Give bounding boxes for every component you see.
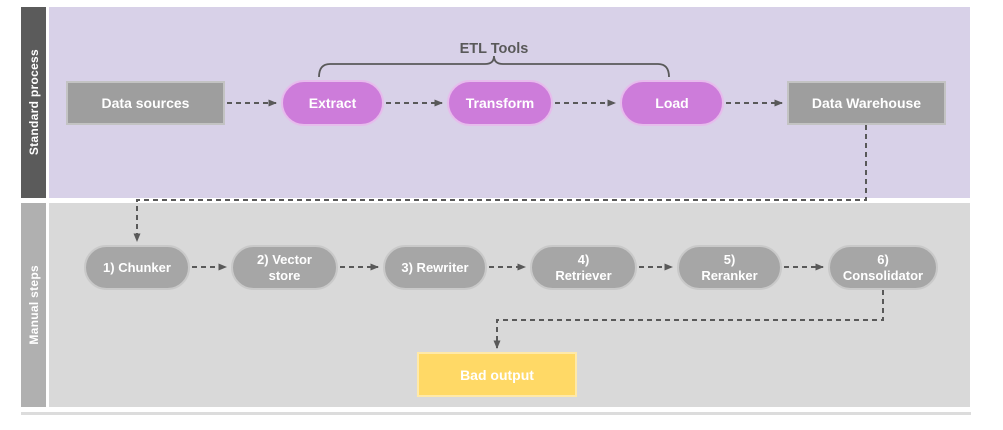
node-label: Bad output: [460, 366, 534, 383]
node-label: 4) Retriever: [555, 251, 612, 283]
node-label: Extract: [308, 95, 357, 111]
node-label: 3) Rewriter: [401, 259, 469, 275]
node-label: 6) Consolidator: [842, 251, 924, 283]
node-label: Load: [655, 95, 689, 111]
node-retriever: 4) Retriever: [530, 245, 637, 290]
node-reranker: 5) Reranker: [677, 245, 782, 290]
node-extract: Extract: [281, 80, 384, 126]
node-load: Load: [620, 80, 724, 126]
bottom-divider: [21, 412, 971, 415]
node-chunker: 1) Chunker: [84, 245, 190, 290]
node-vector-store: 2) Vector store: [231, 245, 338, 290]
node-data-sources: Data sources: [66, 81, 225, 125]
node-label: 1) Chunker: [103, 259, 171, 275]
node-label: Data sources: [101, 95, 190, 111]
node-bad-output: Bad output: [417, 352, 577, 397]
etl-tools-caption: ETL Tools: [459, 41, 529, 57]
node-label: 5) Reranker: [701, 251, 758, 283]
node-rewriter: 3) Rewriter: [383, 245, 487, 290]
lane-label-standard-process: Standard process: [21, 7, 46, 198]
node-label: 2) Vector store: [257, 251, 312, 283]
lane-label-text: Standard process: [26, 49, 41, 156]
node-transform: Transform: [447, 80, 553, 126]
node-data-warehouse: Data Warehouse: [787, 81, 946, 125]
lane-label-manual-steps: Manual steps: [21, 203, 46, 407]
lane-label-text: Manual steps: [26, 265, 41, 345]
node-consolidator: 6) Consolidator: [828, 245, 938, 290]
node-label: Transform: [465, 95, 535, 111]
node-label: Data Warehouse: [811, 95, 922, 111]
